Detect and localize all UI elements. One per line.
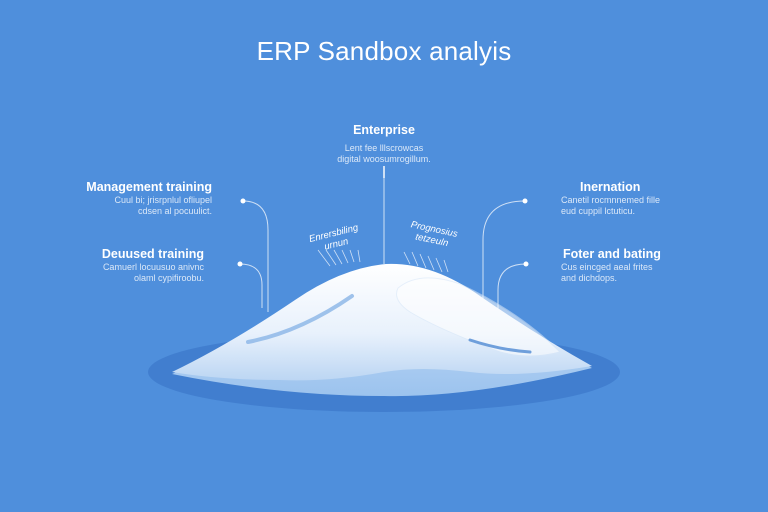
inner-right-ticks [403, 251, 449, 273]
groove-right [468, 338, 532, 354]
left-connector-2 [239, 263, 263, 308]
left-item-1-label: Management training [86, 180, 212, 194]
left-connector-1 [242, 200, 269, 312]
top-label: Enterprise [353, 123, 415, 137]
right-connector-2 [497, 263, 527, 312]
right-item-2-label: Foter and bating [563, 247, 661, 261]
mound-body [172, 263, 592, 381]
right-item-1-desc: Canetil rocmnnemed fille eud cuppil lctu… [561, 195, 661, 216]
right-dot-2 [523, 261, 529, 267]
right-item-2-desc: Cus eincged aeal frites and dichdops. [561, 262, 653, 283]
left-dot-2 [237, 261, 243, 267]
left-item-2-desc: Camuerl locuusuo anivnc olaml cypifiroob… [102, 262, 204, 283]
left-item-2-label: Deuused training [101, 247, 204, 261]
left-item-1-desc: Cuul bi; jrisrpnlul ofliupel cdsen al po… [114, 195, 212, 216]
top-desc: Lent fee lllscrowcas digital woosumrogil… [337, 143, 431, 164]
page-title: ERP Sandbox analyis [256, 36, 512, 66]
inner-left-ticks [317, 249, 361, 267]
right-connector-1 [482, 200, 526, 310]
right-dot-1 [522, 198, 528, 204]
connectors [237, 166, 529, 312]
left-dot-1 [240, 198, 246, 204]
right-item-1-label: Inernation [580, 180, 641, 194]
groove-left [246, 294, 354, 344]
mound-ridge [396, 277, 561, 357]
